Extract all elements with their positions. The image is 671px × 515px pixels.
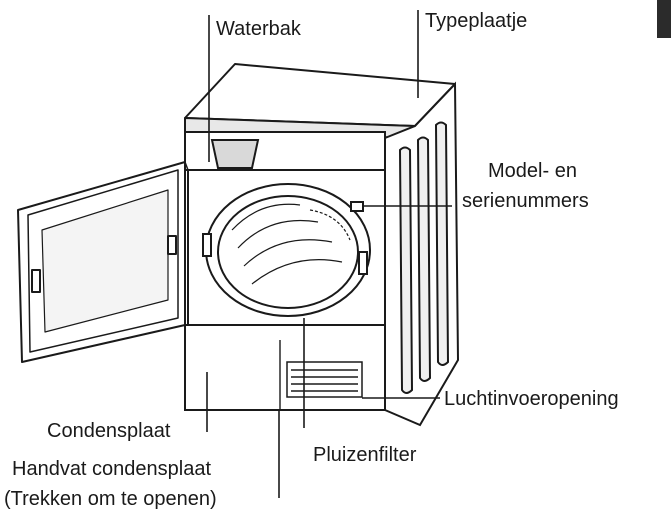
leader-lines (206, 10, 452, 498)
air-vent-grille (286, 361, 363, 398)
label-handvat-line1: Handvat condensplaat (12, 458, 212, 480)
label-model-line1: Model- en (488, 160, 577, 182)
model-number-plate (350, 201, 364, 212)
label-waterbak: Waterbak (216, 18, 301, 40)
label-luchtinvoer: Luchtinvoeropening (444, 388, 619, 410)
label-condensplaat: Condensplaat (47, 420, 171, 442)
label-model-line2: serienummers (462, 190, 589, 212)
water-tank (210, 139, 260, 169)
cabinet-side (384, 81, 460, 427)
label-pluizenfilter: Pluizenfilter (313, 444, 417, 466)
front-body (187, 169, 386, 326)
label-typeplaatje: Typeplaatje (425, 10, 528, 32)
open-door (17, 161, 189, 363)
lower-base (184, 324, 386, 411)
label-handvat-line2: (Trekken om te openen) (4, 488, 217, 510)
page-tab-marker (657, 0, 671, 38)
